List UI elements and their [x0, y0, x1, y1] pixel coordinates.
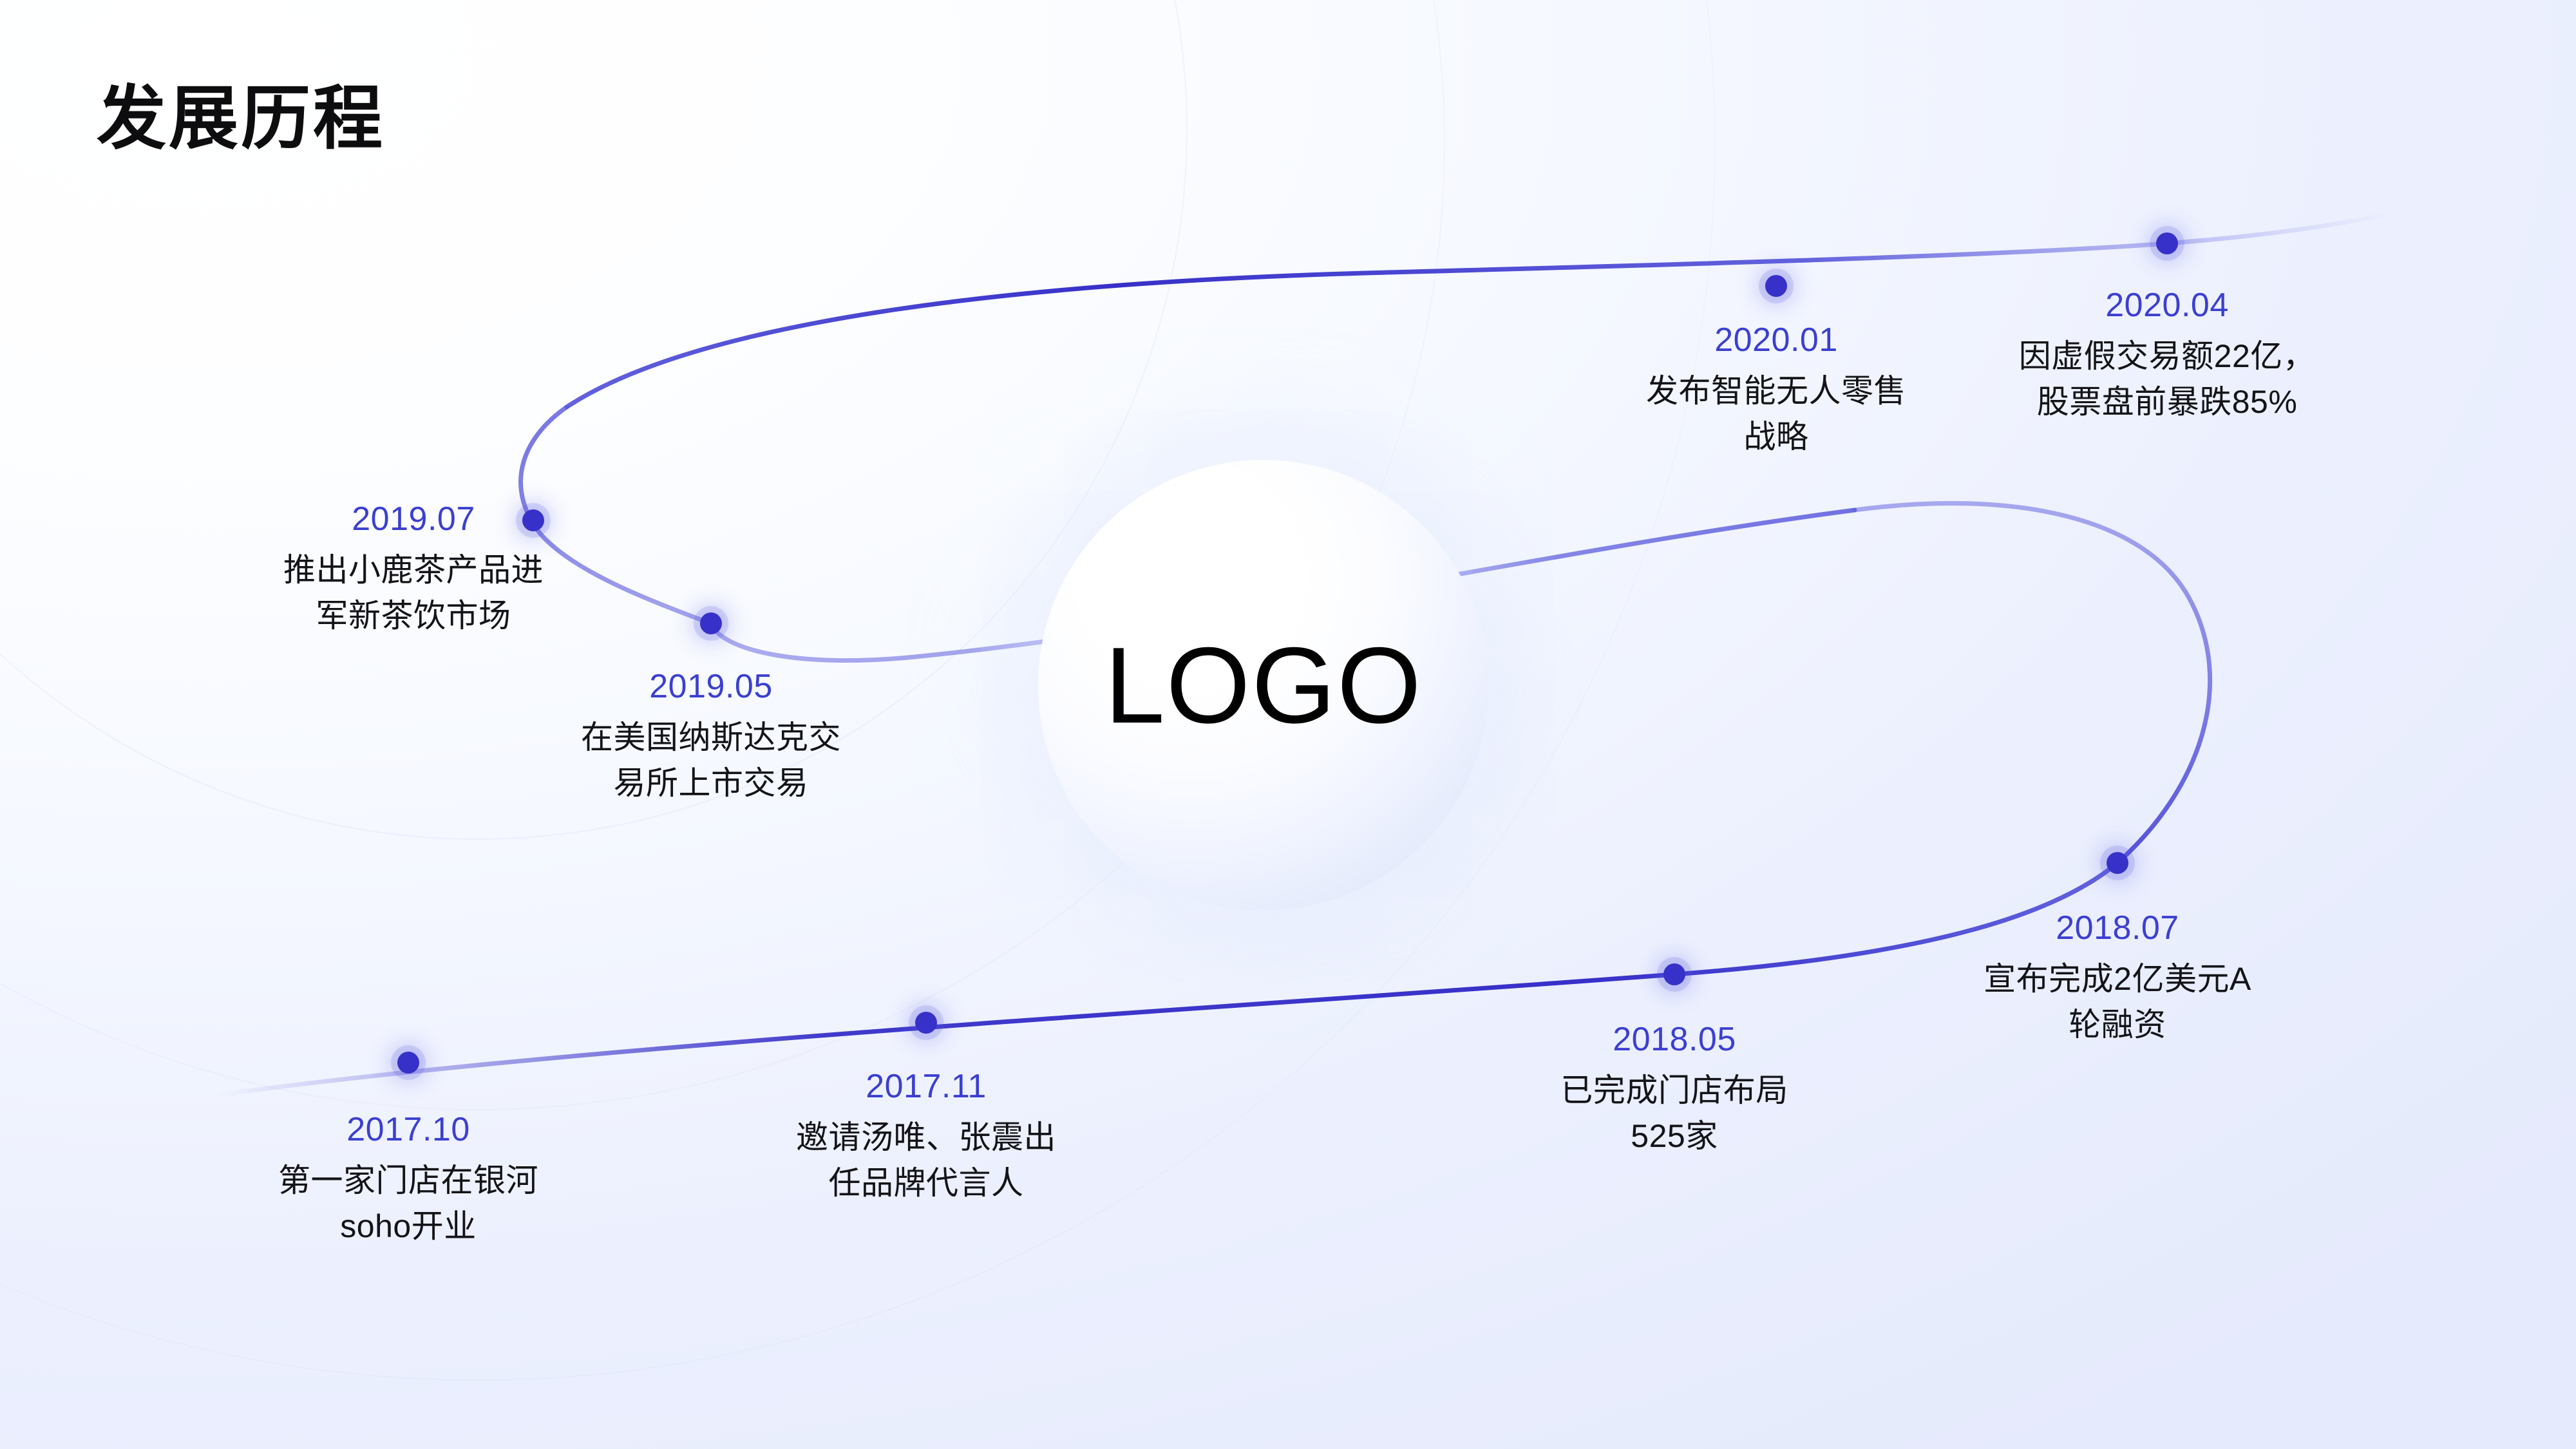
timeline-node-2019-07[interactable]	[522, 509, 544, 531]
logo-label: LOGO	[1104, 625, 1423, 746]
timeline-date: 2018.05	[1613, 1021, 1736, 1058]
timeline-node-2017-11[interactable]	[915, 1012, 937, 1034]
timeline-description: 宣布完成2亿美元A 轮融资	[1984, 960, 2251, 1043]
timeline-node-2020-04[interactable]	[2156, 232, 2178, 254]
timeline-entry-2018-07[interactable]: 2018.07 宣布完成2亿美元A 轮融资	[1984, 905, 2251, 1048]
timeline-entry-2020-04[interactable]: 2020.04 因虚假交易额22亿， 股票盘前暴跌85%	[2019, 282, 2316, 425]
timeline-entry-2020-01[interactable]: 2020.01 发布智能无人零售 战略	[1646, 317, 1906, 460]
timeline-node-2018-05[interactable]	[1663, 963, 1685, 985]
timeline-description: 已完成门店布局 525家	[1560, 1072, 1788, 1154]
timeline-entry-2019-05[interactable]: 2019.05 在美国纳斯达克交 易所上市交易	[581, 663, 841, 806]
timeline-description: 邀请汤唯、张震出 任品牌代言人	[796, 1119, 1056, 1201]
timeline-date: 2019.07	[352, 500, 475, 538]
timeline-entry-2017-11[interactable]: 2017.11 邀请汤唯、张震出 任品牌代言人	[796, 1063, 1056, 1206]
timeline-node-2019-05[interactable]	[700, 612, 722, 634]
timeline-entry-2018-05[interactable]: 2018.05 已完成门店布局 525家	[1560, 1016, 1788, 1159]
timeline-node-2018-07[interactable]	[2107, 852, 2128, 874]
timeline-description: 在美国纳斯达克交 易所上市交易	[581, 719, 841, 801]
timeline-date: 2020.04	[2105, 287, 2229, 324]
timeline-description: 因虚假交易额22亿， 股票盘前暴跌85%	[2018, 337, 2316, 420]
timeline-description: 第一家门店在银河 soho开业	[278, 1162, 538, 1244]
timeline-entry-2019-07[interactable]: 2019.07 推出小鹿茶产品进 军新茶饮市场	[283, 496, 544, 639]
timeline-entry-2017-10[interactable]: 2017.10 第一家门店在银河 soho开业	[278, 1106, 538, 1249]
timeline-date: 2017.10	[346, 1111, 470, 1148]
timeline-date: 2017.11	[866, 1068, 987, 1105]
timeline-description: 推出小鹿茶产品进 军新茶饮市场	[283, 551, 544, 634]
timeline-description: 发布智能无人零售 战略	[1646, 372, 1906, 455]
timeline-node-2020-01[interactable]	[1765, 275, 1787, 297]
timeline-node-2017-10[interactable]	[397, 1052, 419, 1074]
timeline-date: 2020.01	[1714, 321, 1838, 359]
timeline-date: 2018.07	[2056, 909, 2179, 947]
page-title: 发展历程	[97, 79, 386, 157]
timeline-date: 2019.05	[649, 668, 773, 705]
